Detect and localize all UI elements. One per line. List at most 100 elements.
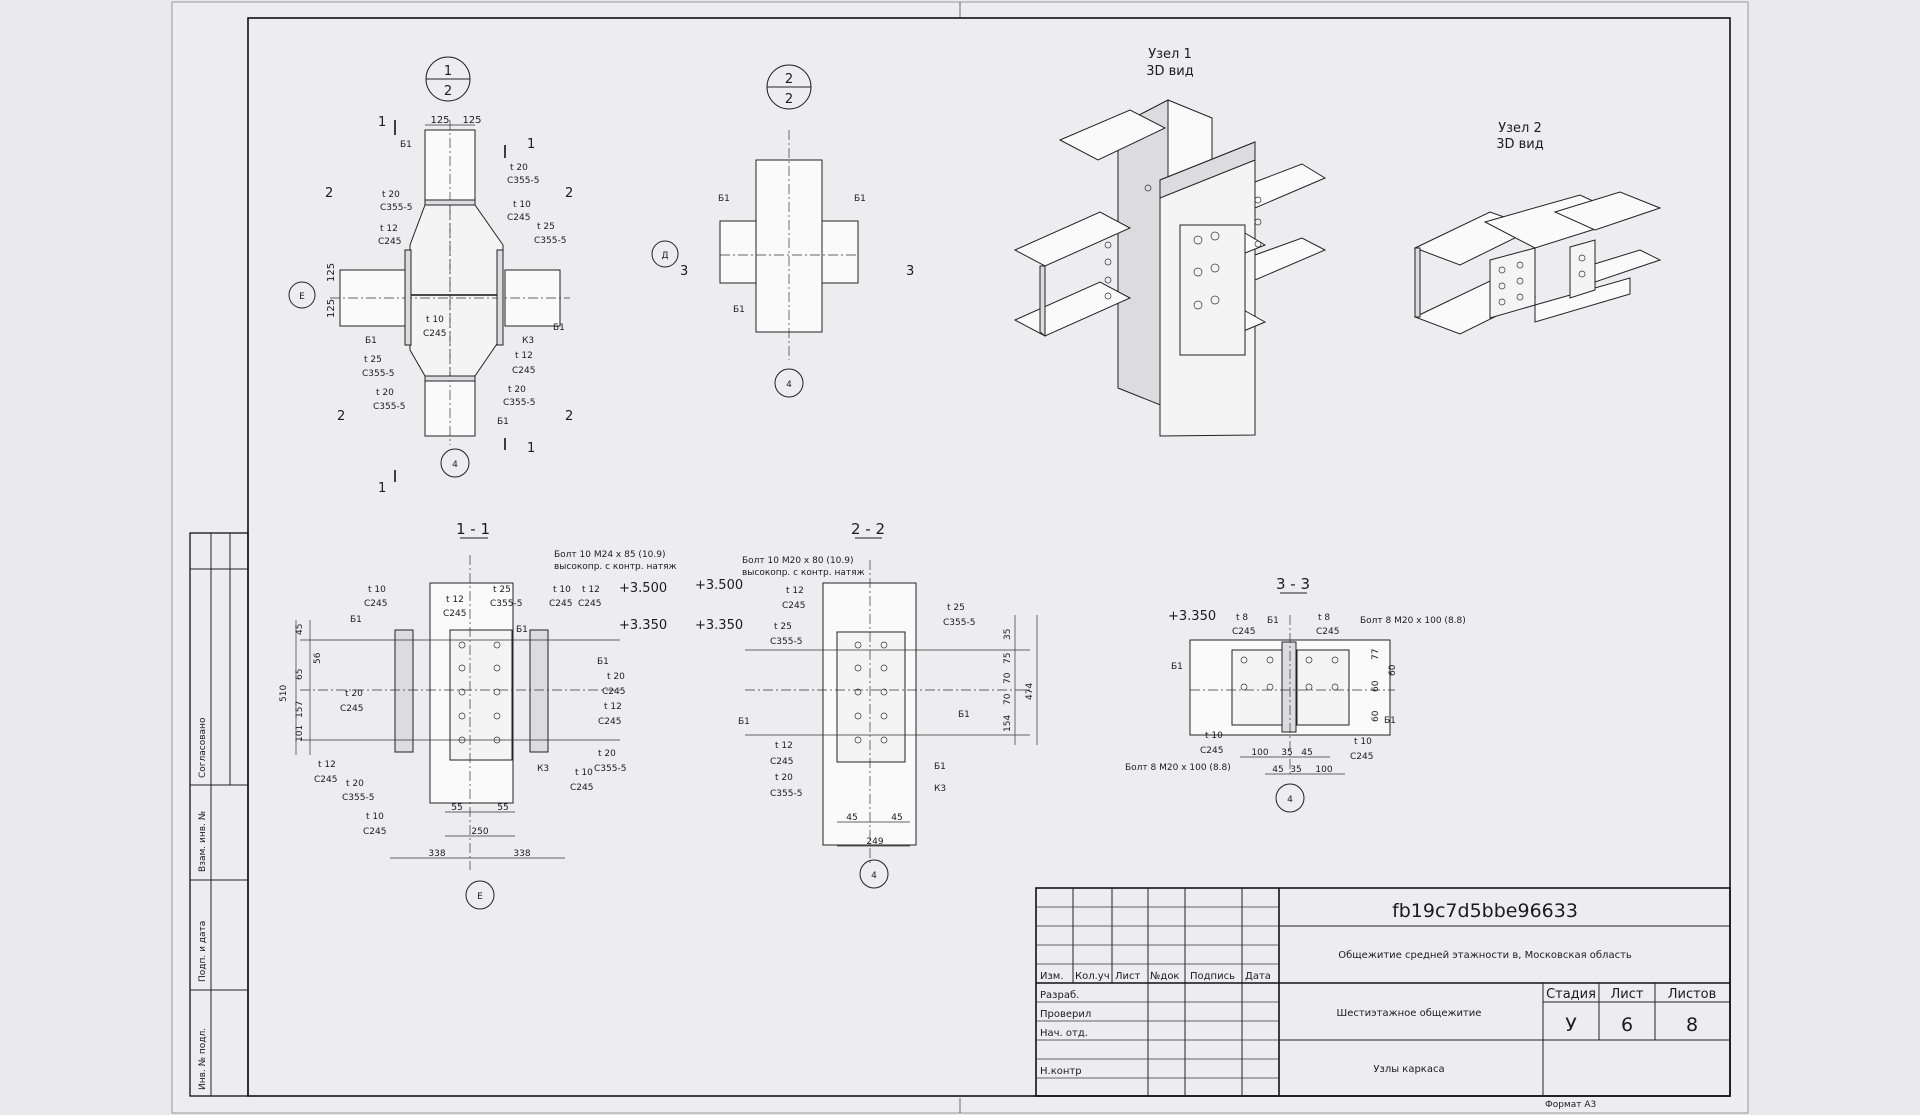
svg-text:С245: С245	[423, 329, 446, 339]
svg-text:60: 60	[1371, 710, 1381, 722]
svg-text:t 20: t 20	[376, 388, 394, 398]
svg-text:75: 75	[1003, 653, 1013, 664]
svg-text:С355-5: С355-5	[362, 369, 394, 379]
svg-text:1 - 1: 1 - 1	[456, 520, 490, 538]
svg-text:Б1: Б1	[516, 625, 528, 635]
role-norm: Н.контр	[1040, 1066, 1082, 1077]
svg-text:70: 70	[1003, 693, 1013, 705]
svg-text:t 20: t 20	[607, 672, 625, 682]
svg-text:t 20: t 20	[510, 163, 528, 173]
section-2-2: 2 - 2 Болт 10 М20 x 80 (10.9) высокопр. …	[695, 520, 1038, 889]
svg-text:С245: С245	[770, 757, 793, 767]
svg-text:С355-5: С355-5	[770, 789, 802, 799]
svg-text:4: 4	[871, 871, 877, 881]
svg-text:t 10: t 10	[513, 200, 531, 210]
stamp-stage-label: Стадия	[1546, 987, 1596, 1002]
svg-text:К3: К3	[522, 336, 534, 346]
svg-text:С245: С245	[1200, 746, 1223, 756]
svg-text:t 20: t 20	[382, 190, 400, 200]
svg-text:125: 125	[430, 115, 449, 126]
svg-text:4: 4	[1287, 795, 1293, 805]
svg-text:t 25: t 25	[493, 585, 511, 595]
svg-text:4: 4	[452, 460, 458, 470]
col-header-izm: Изм.	[1040, 971, 1064, 982]
svg-text:t 12: t 12	[582, 585, 600, 595]
svg-text:t 25: t 25	[364, 355, 382, 365]
svg-text:С245: С245	[363, 827, 386, 837]
svg-text:4: 4	[786, 380, 792, 390]
svg-text:Узел 2: Узел 2	[1498, 121, 1542, 136]
svg-text:К3: К3	[537, 764, 549, 774]
svg-text:45: 45	[1301, 748, 1312, 758]
svg-text:45: 45	[295, 624, 305, 635]
svg-text:С245: С245	[602, 687, 625, 697]
svg-text:474: 474	[1025, 683, 1035, 700]
sheet-outer-border	[171, 1, 1749, 1114]
col-header-list: Лист	[1115, 971, 1141, 982]
svg-text:45: 45	[891, 813, 902, 823]
svg-text:154: 154	[1003, 715, 1013, 732]
svg-text:Д: Д	[661, 251, 668, 261]
svg-text:К3: К3	[934, 784, 946, 794]
svg-text:t 10: t 10	[1205, 731, 1223, 741]
svg-text:t 10: t 10	[553, 585, 571, 595]
svg-text:С355-5: С355-5	[594, 764, 626, 774]
svg-text:55: 55	[497, 803, 508, 813]
svg-text:56: 56	[313, 652, 323, 664]
svg-text:338: 338	[428, 849, 445, 859]
sheet-format: Формат А3	[1545, 1100, 1596, 1110]
svg-text:2 - 2: 2 - 2	[851, 520, 885, 538]
svg-text:С355-5: С355-5	[770, 637, 802, 647]
svg-text:Б1: Б1	[350, 615, 362, 625]
view-2-2: 2 2 Б1 Б1 Б1 Д 3 3 4	[651, 64, 914, 398]
view-1-2: 1 2 125 125 125 125 Б1 t 20 С355-5 t 10 …	[288, 56, 573, 496]
node-1-3d-view: Узел 1 3D вид	[1013, 47, 1327, 437]
svg-text:С245: С245	[314, 775, 337, 785]
svg-text:t 20: t 20	[775, 773, 793, 783]
role-checker: Проверил	[1040, 1009, 1091, 1020]
svg-text:высокопр. с контр. натяж: высокопр. с контр. натяж	[554, 562, 677, 572]
svg-text:С245: С245	[443, 609, 466, 619]
svg-text:65: 65	[295, 669, 305, 680]
svg-text:2: 2	[565, 409, 573, 424]
svg-text:101: 101	[295, 725, 305, 742]
svg-text:t 12: t 12	[775, 741, 793, 751]
svg-text:1: 1	[527, 137, 535, 152]
svg-text:Узел 1: Узел 1	[1148, 47, 1192, 62]
svg-text:1: 1	[444, 64, 452, 79]
svg-text:Б1: Б1	[597, 657, 609, 667]
svg-text:35: 35	[1290, 765, 1301, 775]
svg-text:t 8: t 8	[1318, 613, 1330, 623]
stamp-sheets: 8	[1686, 1014, 1698, 1036]
svg-text:t 25: t 25	[537, 222, 555, 232]
svg-text:77: 77	[1371, 649, 1381, 660]
svg-text:125: 125	[462, 115, 481, 126]
stamp-stage: У	[1565, 1014, 1577, 1036]
col-header-ndok: №док	[1150, 971, 1179, 982]
svg-text:1: 1	[378, 115, 386, 130]
svg-text:С245: С245	[1350, 752, 1373, 762]
svg-text:55: 55	[451, 803, 462, 813]
svg-text:t 12: t 12	[318, 760, 336, 770]
side-stamp-sign-date: Подп. и дата	[198, 921, 208, 982]
svg-text:3 - 3: 3 - 3	[1276, 575, 1310, 593]
svg-text:100: 100	[1251, 748, 1268, 758]
svg-text:t 10: t 10	[575, 768, 593, 778]
svg-text:Болт 10 М20 x 80 (10.9): Болт 10 М20 x 80 (10.9)	[742, 556, 854, 566]
svg-text:Б1: Б1	[1384, 716, 1396, 726]
svg-text:2: 2	[337, 409, 345, 424]
svg-text:Б1: Б1	[854, 194, 866, 204]
svg-text:Б1: Б1	[738, 717, 750, 727]
svg-text:t 10: t 10	[426, 315, 444, 325]
svg-text:t 12: t 12	[380, 224, 398, 234]
svg-text:Б1: Б1	[958, 710, 970, 720]
svg-text:высокопр. с контр. натяж: высокопр. с контр. натяж	[742, 568, 865, 578]
svg-text:125: 125	[326, 263, 337, 282]
svg-text:Б1: Б1	[1171, 662, 1183, 672]
svg-text:338: 338	[513, 849, 530, 859]
stamp-sheet: 6	[1621, 1014, 1633, 1036]
svg-text:t 25: t 25	[947, 603, 965, 613]
col-header-sign: Подпись	[1190, 971, 1235, 982]
svg-text:С355-5: С355-5	[373, 402, 405, 412]
col-header-date: Дата	[1245, 971, 1271, 982]
